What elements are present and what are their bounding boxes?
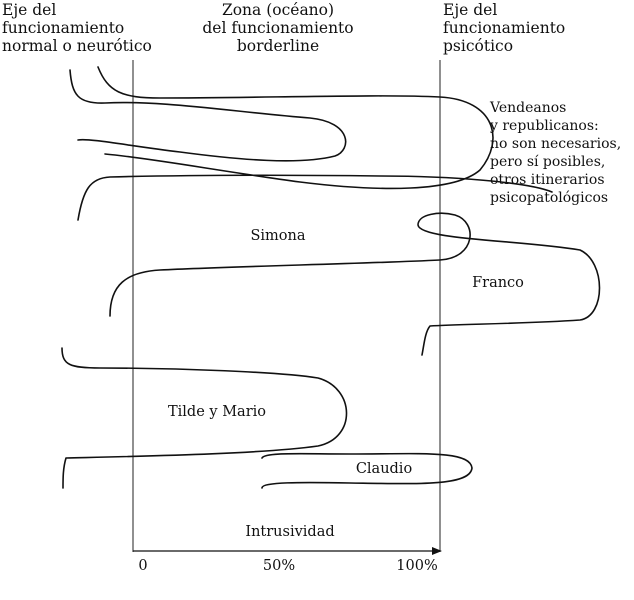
header-neurotic-line-3: normal o neurótico: [2, 37, 152, 55]
itinerary-curve-2: [97, 66, 494, 190]
header-neurotic-line-1: Eje del: [2, 1, 56, 19]
header-borderline-line-3: borderline: [237, 37, 319, 55]
itinerary-curve-tilde-mario: [61, 347, 348, 489]
case-label-claudio: Claudio: [356, 461, 412, 477]
header-psychotic-line-2: funcionamiento: [443, 19, 565, 37]
case-label-tilde-mario: Tilde y Mario: [168, 404, 266, 420]
side-note-line-2: y republicanos:: [489, 118, 599, 134]
side-note-line-1: Vendeanos: [489, 100, 566, 116]
header-neurotic-line-2: funcionamiento: [2, 19, 124, 37]
side-note: Vendeanos y republicanos: no son necesar…: [489, 100, 621, 206]
axis-tick-50: 50%: [263, 558, 295, 574]
header-borderline-line-1: Zona (océano): [222, 1, 334, 19]
header-neurotic: Eje del funcionamiento normal o neurótic…: [2, 1, 152, 55]
case-label-franco: Franco: [472, 275, 524, 291]
itinerary-curve-simona-franco: [109, 212, 601, 356]
header-psychotic-line-1: Eje del: [443, 1, 497, 19]
header-psychotic-line-3: psicótico: [443, 37, 513, 55]
side-note-line-4: pero sí posibles,: [490, 154, 605, 170]
header-borderline-line-2: del funcionamiento: [202, 19, 353, 37]
axis-tick-0: 0: [138, 558, 147, 574]
side-note-line-6: psicopatológicos: [490, 190, 608, 206]
side-note-line-3: no son necesarios,: [490, 136, 621, 152]
header-borderline: Zona (océano) del funcionamiento borderl…: [202, 1, 353, 55]
itinerary-curve-claudio: [261, 452, 473, 489]
header-psychotic: Eje del funcionamiento psicótico: [443, 1, 565, 55]
case-label-simona: Simona: [250, 228, 305, 244]
side-note-line-5: otros itinerarios: [490, 172, 605, 188]
itinerary-curve-1: [69, 69, 347, 162]
itinerary-curve-3: [77, 174, 553, 221]
axis-label-intrusivity: Intrusividad: [245, 524, 334, 540]
intrusivity-axis-arrowhead-icon: [432, 547, 442, 555]
axis-tick-100: 100%: [396, 558, 437, 574]
